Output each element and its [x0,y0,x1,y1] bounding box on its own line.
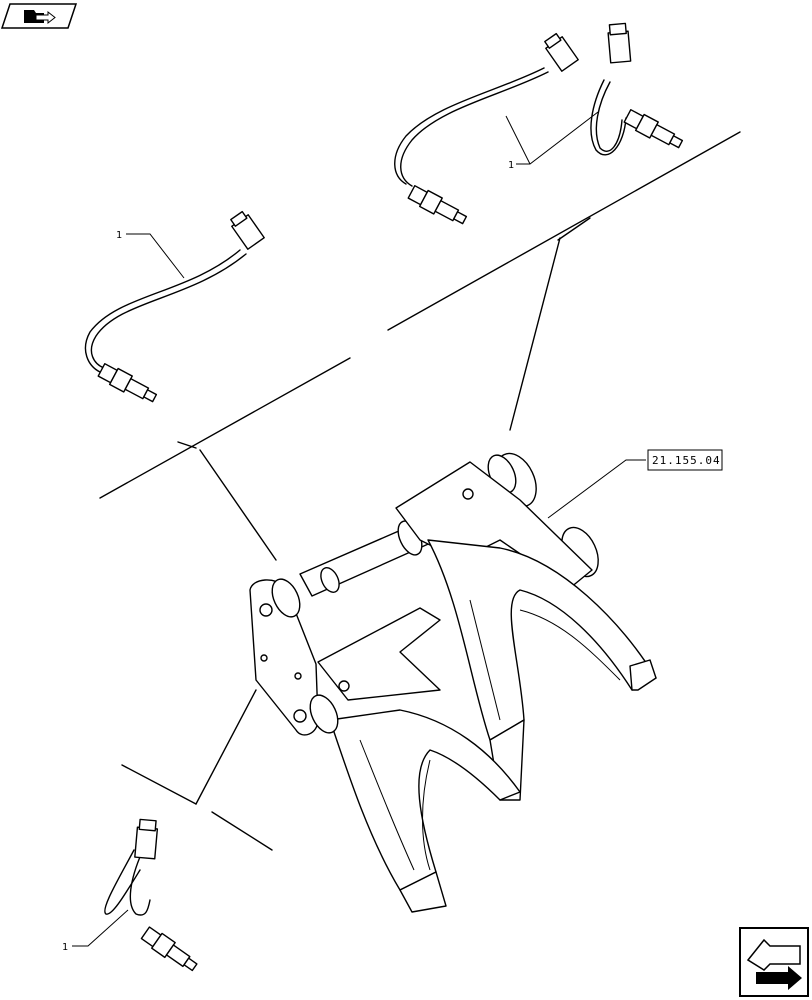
shift-fork-assembly [249,452,657,913]
reference-code[interactable]: 21.155.04 [652,454,721,467]
next-page-arrow-icon[interactable] [739,927,809,997]
reference-box [647,449,723,471]
callout-label: 1 [116,230,122,241]
speed-sensor-bottom-left: 1 [62,818,198,972]
callout-label: 1 [62,942,68,953]
explode-lines [99,131,741,851]
book-arrow-icon[interactable] [0,3,78,29]
speed-sensor-top-left: 1 [84,210,265,403]
speed-sensor-top-right: 1 [394,22,684,225]
callout-label: 1 [508,160,514,171]
reference-callout: 21.155.04 [547,449,723,519]
